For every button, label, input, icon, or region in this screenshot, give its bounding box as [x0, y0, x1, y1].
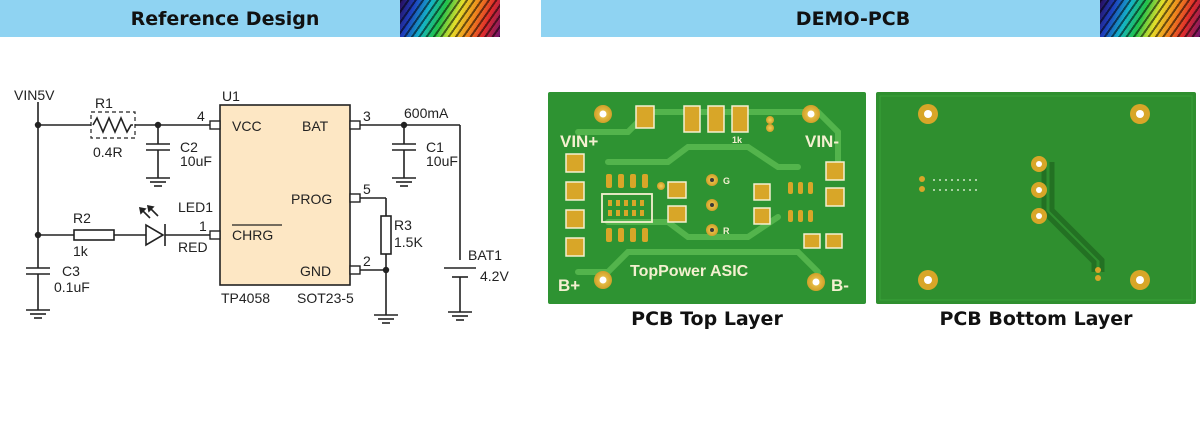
led-color-label: RED: [178, 239, 208, 255]
c1-value: 10uF: [426, 153, 458, 169]
ground-symbol: [374, 314, 398, 324]
r3-resistor: [380, 215, 392, 255]
pin4-label: 4: [197, 108, 205, 124]
pin1-label: 1: [199, 218, 207, 234]
r1-resistor: [90, 111, 136, 139]
r3-label: R3: [394, 217, 412, 233]
pcb-top-vias: [657, 116, 774, 236]
ic-part-label: TP4058: [221, 290, 270, 306]
pin5-label: 5: [363, 181, 371, 197]
bat-pin-label: BAT: [302, 118, 329, 134]
marker-g-label: G: [723, 176, 730, 186]
bat1-value: 4.2V: [480, 268, 509, 284]
b-minus-label: B-: [831, 276, 849, 295]
schematic-diagram: VIN5V R1 0.4R C2 10uF U1 4 3 5 1 2 VCC B…: [14, 87, 509, 324]
pcb-top-pads: [565, 105, 845, 257]
pcb-bottom-pads: [1031, 156, 1047, 224]
vin-plus-label: VIN+: [560, 132, 598, 151]
c3-value: 0.1uF: [54, 279, 90, 295]
chrg-pin-label: CHRG: [232, 227, 273, 243]
r1-label: R1: [95, 95, 113, 111]
resistor-silk-label: 1k: [732, 135, 743, 145]
brand-label: TopPower ASIC: [630, 263, 749, 280]
pin3-label: 3: [363, 108, 371, 124]
c2-value: 10uF: [180, 153, 212, 169]
prog-pin-label: PROG: [291, 191, 332, 207]
r3-value: 1.5K: [394, 234, 423, 250]
ground-symbol: [146, 177, 170, 187]
ground-symbol: [392, 177, 416, 187]
b-plus-label: B+: [558, 276, 580, 295]
vin5v-label: VIN5V: [14, 87, 55, 103]
c1-label: C1: [426, 139, 444, 155]
c2-label: C2: [180, 139, 198, 155]
ic-package-label: SOT23-5: [297, 290, 354, 306]
r2-label: R2: [73, 210, 91, 226]
r2-value: 1k: [73, 243, 89, 259]
pcb-top-layer: VIN+ VIN- B+ B- TopPower ASIC 1k G R: [548, 92, 866, 304]
ground-symbol: [26, 309, 50, 319]
tp4058-ic-body: [219, 104, 351, 286]
gnd-pin-label: GND: [300, 263, 331, 279]
led-symbol: [138, 204, 166, 247]
led1-label: LED1: [178, 199, 213, 215]
pcb-bottom-mount-holes: [918, 104, 1150, 290]
ic-pin-stubs: [209, 120, 361, 275]
pcb-top-chip-outline: [601, 193, 653, 223]
pcb-bottom-caption: PCB Bottom Layer: [939, 308, 1133, 330]
pcb-bottom-vias: [919, 176, 1101, 281]
pcb-top-mount-holes: [594, 105, 825, 291]
bat1-label: BAT1: [468, 247, 502, 263]
pcb-top-chip-pins: [608, 200, 644, 216]
vin-minus-label: VIN-: [805, 132, 839, 151]
r1-value: 0.4R: [93, 144, 123, 160]
marker-r-label: R: [723, 226, 730, 236]
u1-label: U1: [222, 88, 240, 104]
junction-dots: [34, 121, 408, 274]
ground-symbol: [448, 311, 472, 321]
r2-resistor: [73, 229, 115, 241]
reference-design-header: Reference Design: [0, 0, 500, 37]
c3-label: C3: [62, 263, 80, 279]
pcb-bottom-silk-dots: [933, 179, 977, 191]
pcb-top-caption: PCB Top Layer: [631, 308, 783, 330]
pcb-top-ic-pads: [606, 174, 813, 242]
rainbow-logo: [1100, 0, 1200, 37]
demo-pcb-header: DEMO-PCB: [541, 0, 1200, 37]
current-label: 600mA: [404, 105, 449, 121]
vcc-pin-label: VCC: [232, 118, 262, 134]
rainbow-logo: [400, 0, 500, 37]
pin2-label: 2: [363, 253, 371, 269]
pcb-bottom-layer: [876, 92, 1196, 304]
demo-pcb-title: DEMO-PCB: [795, 7, 911, 30]
reference-design-title: Reference Design: [130, 7, 320, 30]
